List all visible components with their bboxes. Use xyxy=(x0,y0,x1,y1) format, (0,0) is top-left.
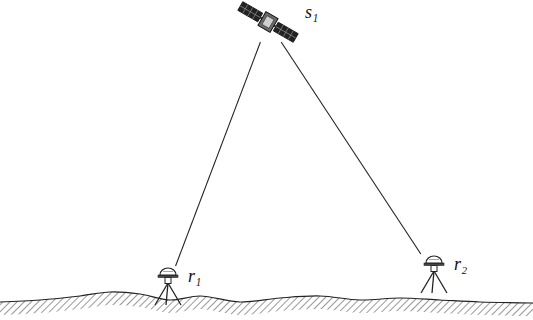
receiver-symbol xyxy=(155,268,181,305)
receiver-icon xyxy=(416,254,452,294)
ground-fill xyxy=(0,292,533,316)
receiver-node: r₁ xyxy=(150,266,186,306)
receiver-label: r₂ xyxy=(454,254,467,274)
receiver-icon xyxy=(150,266,186,306)
signal-line xyxy=(281,42,421,254)
ground-line xyxy=(0,292,533,303)
satellite-node: s₁ xyxy=(234,2,302,42)
receiver-symbol xyxy=(421,256,447,293)
satellite-icon xyxy=(234,2,302,42)
receiver-label: r₁ xyxy=(188,266,201,286)
satellite-symbol xyxy=(236,0,299,45)
signal-line xyxy=(176,42,261,266)
receiver-node: r₂ xyxy=(416,254,452,294)
satellite-label: s₁ xyxy=(305,2,318,22)
